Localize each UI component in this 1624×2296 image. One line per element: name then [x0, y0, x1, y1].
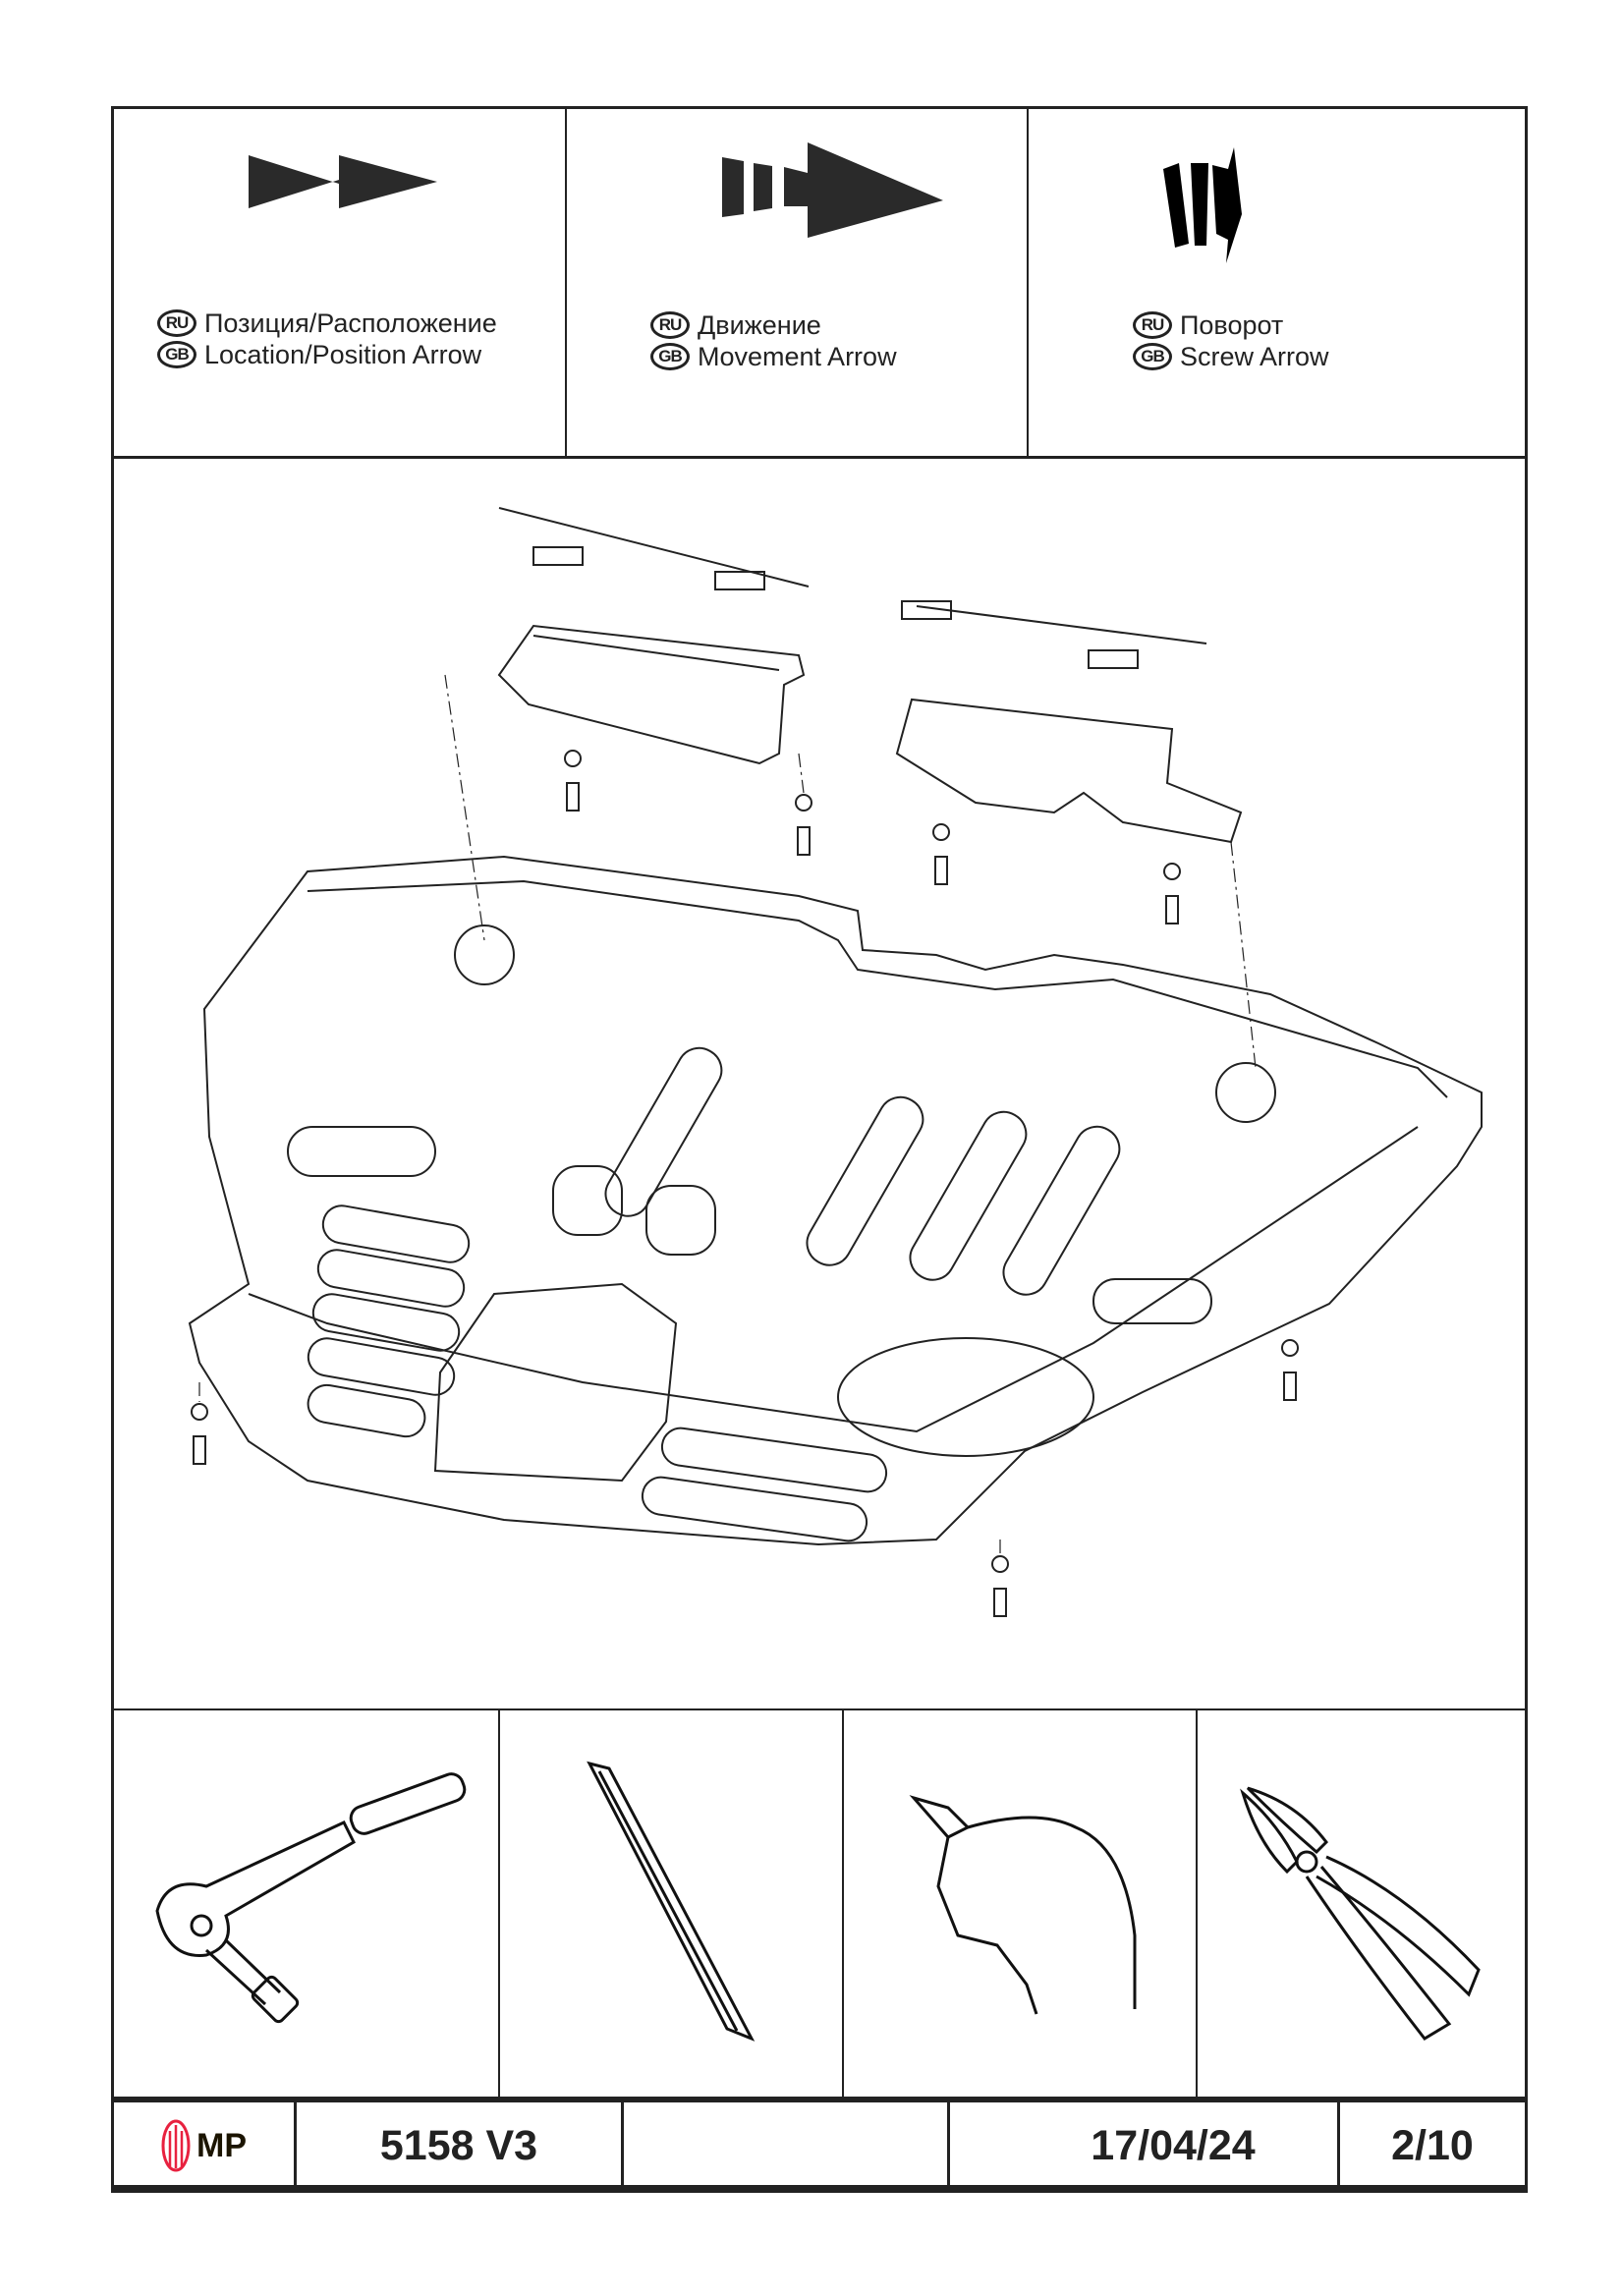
part-number: 5158 V3 — [379, 2121, 538, 2169]
gb-badge: GB — [650, 343, 690, 370]
screw-arrow-icon — [1163, 147, 1242, 263]
divider — [111, 1708, 1528, 1710]
ru-badge: RU — [157, 309, 196, 337]
ru-badge: RU — [650, 311, 690, 339]
brand-logo: MP — [114, 2102, 294, 2189]
ru-badge: RU — [1133, 311, 1172, 339]
blank-field — [624, 2102, 947, 2189]
legend-screw: RU Поворот GB Screw Arrow — [1133, 309, 1329, 372]
divider — [565, 106, 567, 457]
logo-mark-icon — [161, 2119, 191, 2172]
legend-location: RU Позиция/Расположение GB Location/Positi… — [157, 308, 497, 370]
divider — [1196, 1709, 1198, 2098]
skid-plate-assembly-drawing — [188, 507, 1483, 1617]
legend-ru-label: Поворот — [1180, 310, 1284, 340]
legend-movement: RU Движение GB Movement Arrow — [650, 309, 897, 372]
legend-ru-label: Движение — [698, 310, 821, 340]
legend-ru-label: Позиция/Расположение — [204, 308, 497, 338]
divider — [621, 2100, 624, 2191]
divider — [111, 2097, 1528, 2102]
side-cutters-icon — [1240, 1786, 1481, 2041]
trim-tool-icon — [587, 1761, 756, 2042]
gb-badge: GB — [157, 341, 196, 368]
divider — [294, 2100, 297, 2191]
divider — [498, 1709, 500, 2098]
page-number: 2/10 — [1391, 2121, 1474, 2169]
divider — [842, 1709, 844, 2098]
utility-knife-icon — [909, 1795, 1137, 2015]
legend-gb-label: Movement Arrow — [698, 342, 897, 371]
date: 17/04/24 — [1091, 2121, 1256, 2169]
divider — [111, 2185, 1528, 2193]
gb-badge: GB — [1133, 343, 1172, 370]
logo-text: MP — [196, 2126, 247, 2164]
divider — [1027, 106, 1029, 457]
movement-arrow-icon — [722, 142, 943, 238]
divider — [1337, 2100, 1340, 2191]
ratchet-wrench-icon — [155, 1772, 467, 2024]
location-arrow-icon — [249, 155, 437, 208]
legend-gb-label: Location/Position Arrow — [204, 340, 482, 369]
legend-gb-label: Screw Arrow — [1180, 342, 1329, 371]
divider — [111, 456, 1528, 459]
divider — [947, 2100, 950, 2191]
